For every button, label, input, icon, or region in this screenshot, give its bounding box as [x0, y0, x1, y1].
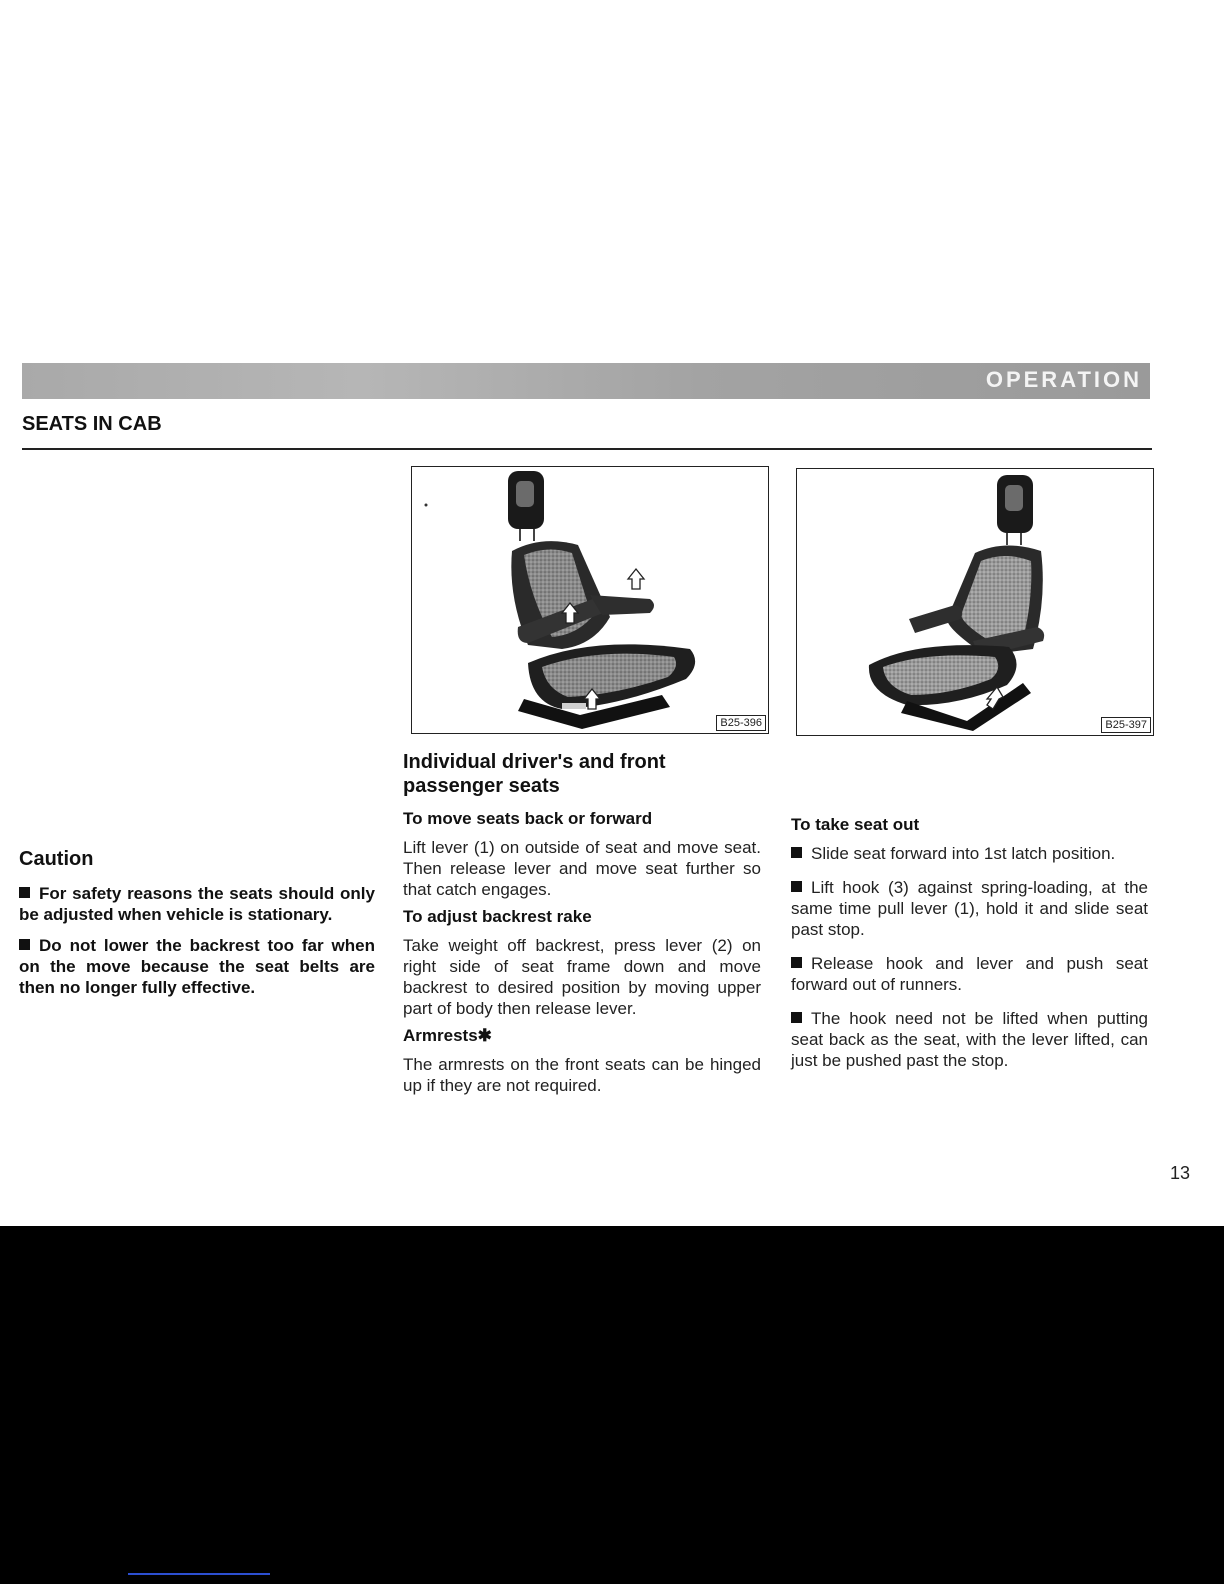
backrest-heading: To adjust backrest rake — [403, 907, 592, 926]
armrests-text: The armrests on the front seats can be h… — [403, 1055, 761, 1095]
seat-illustration-remove — [868, 475, 1045, 731]
bullet-square-icon — [791, 957, 802, 968]
bullet-square-icon — [791, 881, 802, 892]
remove-step: Lift hook (3) against spring-loading, at… — [791, 878, 1148, 939]
section-heading: Individual driver's and front passenger … — [403, 751, 666, 797]
figure-code: B25-396 — [716, 715, 766, 731]
adjust-column: Individual driver's and front passenger … — [403, 750, 761, 1102]
remove-column: To take seat out Slide seat forward into… — [791, 808, 1148, 1084]
remove-step: Release hook and lever and push seat for… — [791, 954, 1148, 994]
caution-item: For safety reasons the seats should only… — [19, 884, 375, 924]
bullet-square-icon — [791, 847, 802, 858]
section-band-title: OPERATION — [985, 367, 1142, 392]
move-heading: To move seats back or forward — [403, 809, 653, 828]
seat-figure-adjust: B25-396 — [411, 466, 769, 734]
bullet-square-icon — [19, 887, 30, 898]
page-title: SEATS IN CAB — [22, 413, 162, 435]
remove-step: Slide seat forward into 1st latch positi… — [791, 843, 1148, 864]
remove-heading: To take seat out — [791, 815, 920, 834]
bullet-square-icon — [19, 939, 30, 950]
bullet-square-icon — [791, 1012, 802, 1023]
title-rule — [22, 448, 1152, 450]
caution-heading: Caution — [19, 848, 94, 870]
backrest-text: Take weight off backrest, press lever (2… — [403, 936, 761, 1018]
scan-black-area — [0, 1226, 1224, 1584]
caution-item: Do not lower the backrest too far when o… — [19, 936, 375, 997]
optional-extra-icon: ✱ — [477, 1026, 492, 1045]
move-text: Lift lever (1) on outside of seat and mo… — [403, 838, 761, 899]
section-band: OPERATION — [22, 363, 1150, 399]
scan-artifact-line — [128, 1573, 270, 1575]
page-number: 13 — [1170, 1163, 1191, 1183]
remove-step: The hook need not be lifted when putting… — [791, 1009, 1148, 1070]
caution-column: Caution For safety reasons the seats sho… — [19, 848, 375, 1008]
armrests-heading: Armrests✱ — [403, 1026, 492, 1045]
figure-code: B25-397 — [1101, 717, 1151, 733]
seat-figure-remove: B25-397 — [796, 468, 1154, 736]
seat-illustration-adjust — [424, 471, 696, 729]
